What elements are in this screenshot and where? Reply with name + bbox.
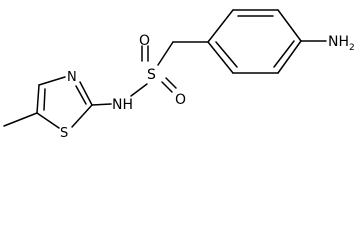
amide-nh-label: NH bbox=[112, 97, 133, 113]
thiazole-bond bbox=[36, 112, 60, 129]
benzene-ring bbox=[207, 9, 302, 74]
benzene-bond bbox=[207, 41, 234, 74]
methyl-bond bbox=[3, 112, 38, 127]
benzene-bond bbox=[277, 9, 302, 42]
thiazole-bond bbox=[75, 85, 87, 105]
thiazole-s-label: S bbox=[60, 126, 68, 141]
sulfonyl-oxygen-left: O bbox=[139, 33, 150, 49]
sulfonamide-bond bbox=[130, 83, 148, 97]
sulfonyl-oxygen-right: O bbox=[175, 92, 186, 108]
thiazole-bond bbox=[38, 76, 66, 86]
thiazole-bond bbox=[36, 84, 40, 114]
amine-label: NH2 bbox=[328, 34, 355, 53]
methylene-sulfur-bond bbox=[157, 41, 174, 66]
benzene-bond bbox=[207, 9, 234, 43]
amine-n-label: NH bbox=[328, 34, 349, 50]
thiazole-bond bbox=[79, 81, 93, 106]
amine-h-subscript: 2 bbox=[349, 43, 355, 53]
chemical-structure: NH2 S O O NH N S bbox=[3, 9, 355, 141]
benzene-inner-bond bbox=[215, 41, 238, 68]
nh-thiazole-bond bbox=[91, 103, 112, 106]
thiazole-n-label: N bbox=[67, 70, 77, 85]
sulfonyl-sulfur-label: S bbox=[147, 67, 156, 83]
benzene-inner-bond bbox=[273, 40, 295, 68]
thiazole-bond bbox=[71, 104, 93, 128]
thiazole-bond bbox=[43, 88, 46, 111]
sulfonyl-double-bond-right bbox=[165, 77, 177, 89]
sulfonyl-double-bond-right bbox=[161, 81, 173, 93]
thiazole-ring: N S bbox=[36, 70, 93, 141]
benzene-bond bbox=[277, 40, 302, 74]
